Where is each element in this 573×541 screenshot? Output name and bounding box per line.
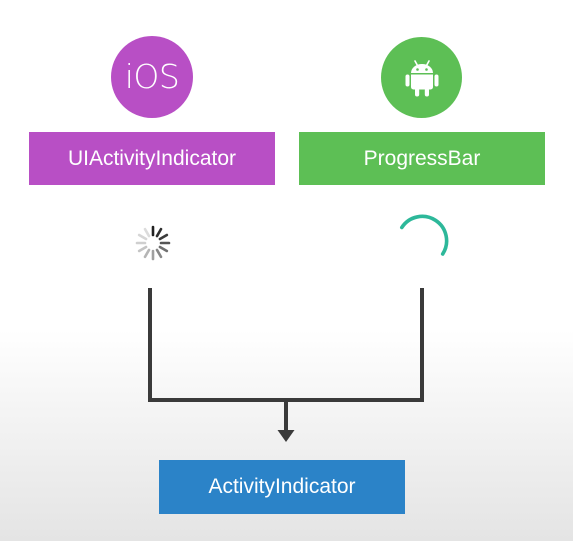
android-logo-circle (381, 37, 462, 118)
result-component-box: ActivityIndicator (159, 460, 405, 514)
android-progress-spinner-icon (400, 214, 449, 256)
android-robot-icon (405, 59, 438, 96)
result-component-label: ActivityIndicator (208, 475, 356, 498)
ios-logo-circle: iOS (111, 36, 193, 118)
ios-component-box: UIActivityIndicator (29, 132, 275, 185)
ios-spinner-icon (135, 225, 171, 261)
android-component-label: ProgressBar (363, 146, 481, 170)
arrow-down-icon (277, 430, 295, 442)
ios-component-label: UIActivityIndicator (67, 146, 237, 170)
merge-connector (148, 288, 424, 432)
ios-logo-text: iOS (124, 56, 180, 96)
android-component-box: ProgressBar (299, 132, 545, 185)
